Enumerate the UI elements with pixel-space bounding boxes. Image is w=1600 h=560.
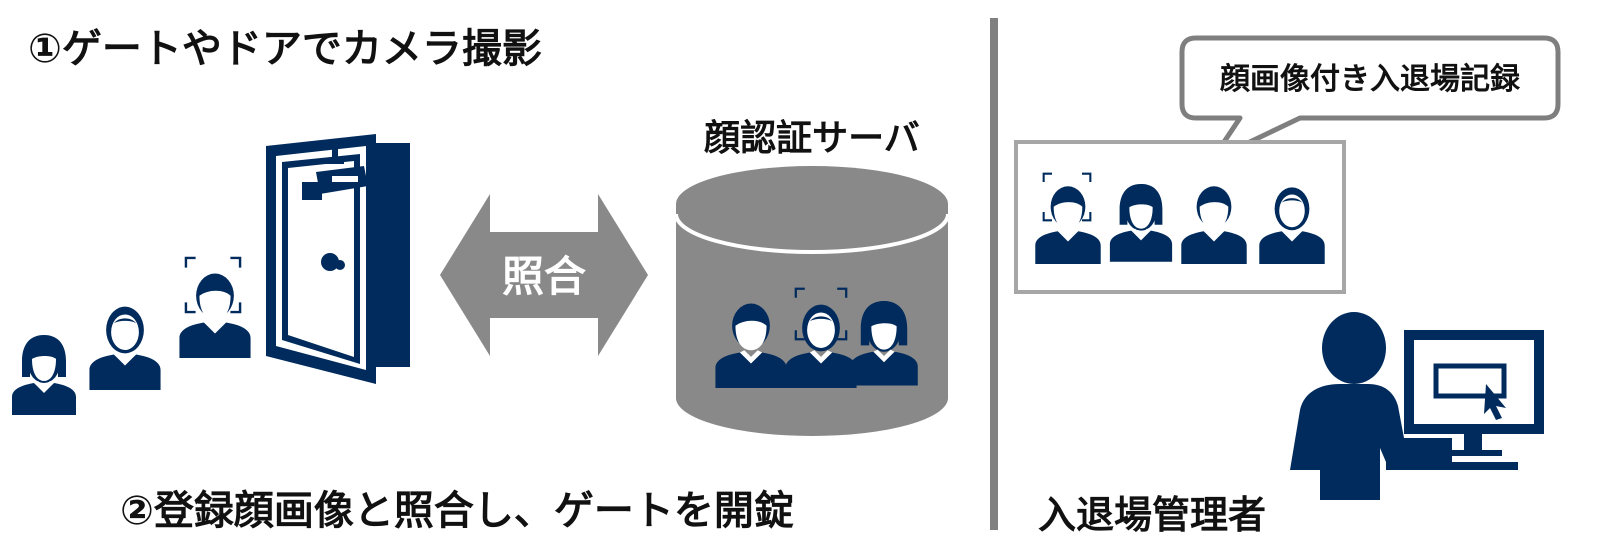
log-bubble-label: 顔画像付き入退場記録 (1220, 62, 1521, 97)
divider (990, 18, 998, 530)
database-icon (674, 166, 950, 436)
match-arrow: 照合 (440, 194, 648, 356)
admin-person-icon (1290, 312, 1452, 500)
speech-bubble: 顔画像付き入退場記録 (1179, 35, 1561, 163)
server-label: 顔認証サーバ (704, 118, 920, 159)
step1-label: ①ゲートやドアでカメラ撮影 (28, 26, 542, 72)
admin-label: 入退場管理者 (1038, 493, 1266, 537)
match-label: 照合 (502, 252, 586, 301)
step2-label: ②登録顔画像と照合し、ゲートを開錠 (120, 488, 794, 534)
door-icon (266, 134, 410, 384)
person-icon (89, 306, 161, 390)
monitor-icon (1386, 330, 1544, 470)
camera-icon (302, 146, 368, 200)
person-icon (179, 273, 251, 358)
person-icon (12, 335, 76, 415)
